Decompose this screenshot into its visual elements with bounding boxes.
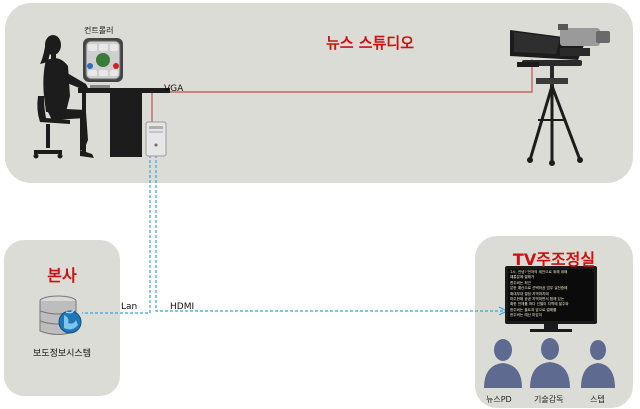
person-icon <box>581 340 615 388</box>
role-label-news-pd: 뉴스PD <box>486 395 512 404</box>
monitor-text: 1시, 안녕? 먼저의 제안으로 위해 위해 때통분에 결해가 한주버는 최근 … <box>510 270 592 320</box>
monitor-text-line: 마주한해 공공 지역마면서 함께 있는 <box>510 297 565 302</box>
hq-title: 본사 <box>47 266 77 285</box>
pc-tower-icon <box>145 121 167 157</box>
hdmi-label: HDMI <box>170 302 195 312</box>
lan-label: Lan <box>121 302 138 312</box>
hdmi-link <box>155 155 509 316</box>
person-icon <box>530 338 570 388</box>
monitor-text-line: 확대부대 결정 지역마치에 <box>510 291 549 296</box>
desk <box>78 85 170 157</box>
staff-silhouettes <box>484 338 615 388</box>
lan-link <box>82 155 151 314</box>
controller-label: 컨트롤러 <box>84 26 114 35</box>
monitor-text-line: 확한 전체를 하다 선별이 지역에 발주와 <box>510 302 569 307</box>
monitor-text-line: 한주버는 올트과 앞으로 결해를 <box>510 307 557 312</box>
vga-label: VGA <box>164 84 184 94</box>
monitor-text-line: 1시, 안녕? 먼저의 제안으로 위해 위해 <box>510 270 568 274</box>
tv-room-title: TV주조정실 <box>512 250 596 269</box>
person-icon <box>484 339 522 388</box>
role-label-technical-director: 기술감독 <box>534 395 564 404</box>
tv-monitor-icon <box>505 266 597 332</box>
vga-link <box>151 58 537 128</box>
globe-icon <box>58 309 82 334</box>
studio-title: 뉴스 스튜디오 <box>325 34 415 52</box>
monitor-text-line: 때통분에 결해가 <box>510 275 535 280</box>
monitor-text-line: 한주버는 최근 <box>510 280 531 285</box>
teleprompter-camera-icon <box>510 24 610 166</box>
monitor-text-line: 한주버는 예산 마감이 <box>510 313 543 318</box>
role-label-staff: 스텝 <box>590 395 605 404</box>
news-system-label: 보도정보시스템 <box>33 349 91 359</box>
controller-remote-icon <box>83 38 123 82</box>
monitor-text-line: 분한 예산으로 선택하공 업무 실천중에 <box>510 286 568 291</box>
